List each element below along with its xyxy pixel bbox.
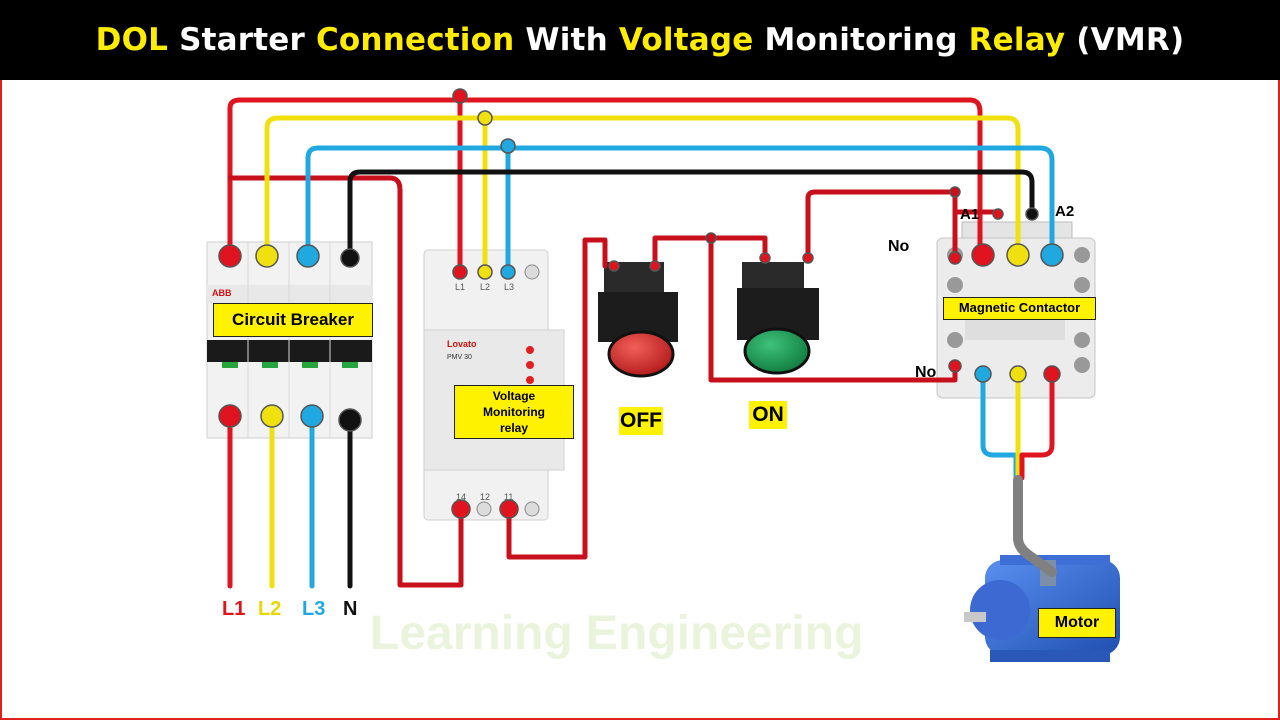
wire-l1-top <box>227 97 983 258</box>
title-voltage: Voltage <box>618 22 754 58</box>
contactor-a1-label: A1 <box>960 206 979 223</box>
contactor-out-l3 <box>1043 365 1061 383</box>
contactor-no-top-label: No <box>888 238 910 255</box>
supply-label-l2: L2 <box>258 598 281 620</box>
wire-l1-coil <box>227 175 464 588</box>
wire-coil-a1 <box>952 189 1001 215</box>
on-button[interactable] <box>737 262 819 375</box>
contactor-no-bottom <box>948 359 962 373</box>
title-dol: DOL <box>95 22 169 58</box>
contactor-no-top <box>948 251 962 265</box>
vmr-term-14: 14 <box>456 492 466 502</box>
supply-label-n: N <box>343 598 357 620</box>
vmr-terminal-l1 <box>452 264 468 280</box>
contactor-out-l1 <box>974 365 992 383</box>
wire-l2-top <box>264 115 1021 258</box>
contactor-in-l3 <box>1040 243 1064 267</box>
breaker-terminal-l2-in <box>255 244 279 268</box>
contactor-no-bottom-label: No <box>915 364 937 381</box>
wire-on-to-coil <box>805 189 958 261</box>
vmr-term-l3: L3 <box>504 282 514 292</box>
off-button[interactable] <box>598 262 678 378</box>
vmr-term-12: 12 <box>480 492 490 502</box>
title-starter: Starter <box>168 22 316 58</box>
supply-label-l3: L3 <box>302 598 325 620</box>
vmr-model: PMV 30 <box>447 354 472 361</box>
wire-motor-l1 <box>980 371 1019 481</box>
title-connection: Connection <box>315 22 515 58</box>
contactor-in-l1 <box>971 243 995 267</box>
vmr-brand: Lovato <box>447 339 477 349</box>
breaker-label: Circuit Breaker <box>213 303 373 337</box>
wiring-diagram: ABB Lovato PMV 30 L1 L2 L3 14 12 11 <box>206 88 1120 662</box>
wire-n-top <box>347 169 1035 261</box>
breaker-terminal-l3-out <box>300 404 324 428</box>
title-relay: Relay <box>968 22 1066 58</box>
vmr-label-line2: Monitoring <box>483 405 545 419</box>
wire-motor-l3 <box>1019 371 1055 481</box>
vmr-term-l1: L1 <box>455 282 465 292</box>
contactor-coil-a2 <box>1025 207 1039 221</box>
vmr-label: Voltage Monitoring relay <box>454 385 574 439</box>
breaker-terminal-n-out <box>338 408 362 432</box>
breaker-terminal-l1-out <box>218 404 242 428</box>
title-monitoring: Monitoring <box>753 22 969 58</box>
vmr-label-line1: Voltage <box>492 389 536 403</box>
breaker-terminal-l2-out <box>260 404 284 428</box>
vmr-term-l2: L2 <box>480 282 490 292</box>
watermark: Learning Engineering <box>370 607 864 660</box>
motor-label: Motor <box>1038 608 1116 638</box>
title-with: With <box>514 22 619 58</box>
motor-cable <box>1013 475 1057 577</box>
wire-vmr-to-off <box>506 237 608 560</box>
breaker-brand: ABB <box>212 288 232 298</box>
breaker-terminal-l1-in <box>218 244 242 268</box>
vmr-label-line3: relay <box>499 421 529 435</box>
title-vmr: (VMR) <box>1065 22 1185 58</box>
vmr-terminal-l3 <box>500 264 516 280</box>
vmr-terminal-11 <box>499 499 519 519</box>
vmr-term-11: 11 <box>504 492 513 502</box>
vmr-terminal-14 <box>451 499 471 519</box>
breaker-terminal-l3-in <box>296 244 320 268</box>
circuit-breaker: ABB <box>206 241 373 439</box>
contactor-out-l2 <box>1009 365 1027 383</box>
off-label: OFF <box>619 407 663 435</box>
supply-label-l1: L1 <box>222 598 245 620</box>
contactor-a2-label: A2 <box>1055 203 1074 220</box>
contactor-in-l2 <box>1006 243 1030 267</box>
breaker-terminal-n-in <box>340 248 360 268</box>
vmr-terminal-l2 <box>477 264 493 280</box>
contactor-coil-a1 <box>992 208 1004 220</box>
on-label: ON <box>749 401 787 429</box>
wire-l3-top <box>305 145 1055 258</box>
title-bar: DOL Starter Connection With Voltage Moni… <box>0 0 1280 80</box>
contactor-label: Magnetic Contactor <box>943 297 1096 320</box>
wire-on-holding <box>708 235 958 383</box>
